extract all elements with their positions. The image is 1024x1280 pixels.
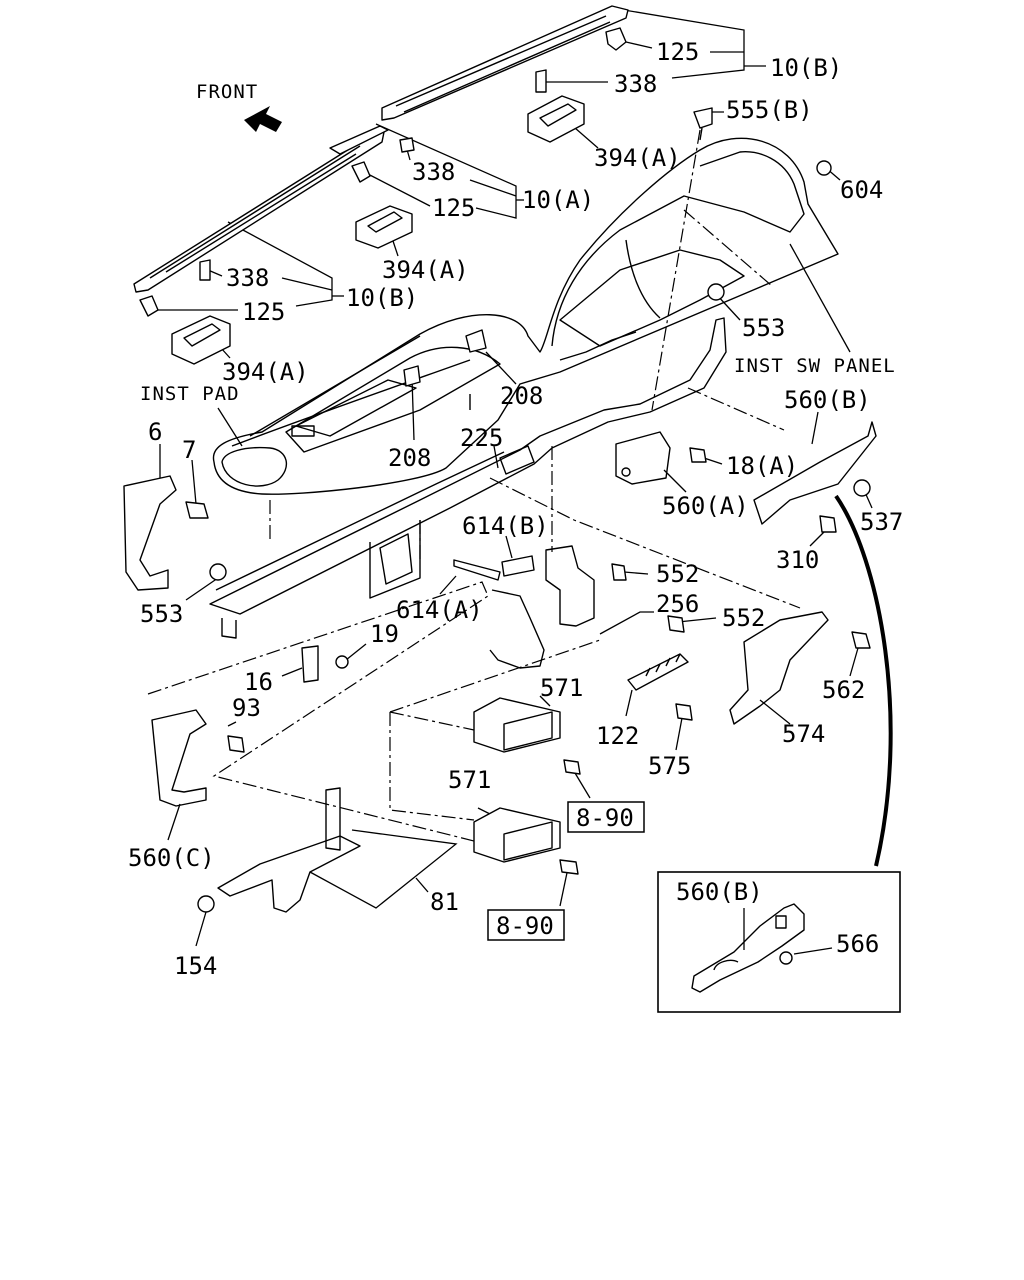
bolt-552a (611, 563, 627, 581)
inst-sw-panel-label: INST SW PANEL (734, 355, 896, 377)
callout-614b: 614(B) (462, 512, 549, 540)
screw-338-left (199, 259, 211, 281)
callout-122: 122 (596, 722, 639, 750)
screw-8-90-b (559, 859, 579, 875)
callout-574: 574 (782, 720, 825, 748)
callout-571-a: 571 (540, 674, 583, 702)
detail-callout-566: 566 (836, 930, 879, 958)
callout-208-left: 208 (388, 444, 431, 472)
callout-16: 16 (244, 668, 273, 696)
front-direction: FRONT (196, 81, 282, 132)
callout-7: 7 (182, 436, 196, 464)
callout-575: 575 (648, 752, 691, 780)
callout-6: 6 (148, 418, 162, 446)
fasteners (139, 27, 871, 913)
leader-lines (156, 7, 873, 947)
cross-member (123, 317, 877, 913)
callout-10b-top: 10(B) (770, 54, 842, 82)
callout-552-b: 552 (722, 604, 765, 632)
defroster-garnish (133, 5, 629, 293)
callout-614a: 614(A) (396, 596, 483, 624)
callout-338-left: 338 (226, 264, 269, 292)
callout-338-top: 338 (614, 70, 657, 98)
callout-154: 154 (174, 952, 217, 980)
callout-560a: 560(A) (662, 492, 749, 520)
ref-box-a-label: 8-90 (576, 804, 634, 832)
callout-394a-left: 394(A) (222, 358, 309, 386)
callout-208-right: 208 (500, 382, 543, 410)
callout-93: 93 (232, 694, 261, 722)
callout-125-mid: 125 (432, 194, 475, 222)
bolt-93 (227, 735, 245, 753)
callout-256: 256 (656, 590, 699, 618)
nut-553-right (707, 283, 725, 301)
detail-pointer-curve (834, 494, 893, 867)
ref-box-b-label: 8-90 (496, 912, 554, 940)
callout-10a: 10(A) (522, 186, 594, 214)
callout-604: 604 (840, 176, 883, 204)
callout-553-right: 553 (742, 314, 785, 342)
callout-338-mid: 338 (412, 158, 455, 186)
duct-571-b (473, 807, 561, 863)
bolt-18a (689, 447, 707, 463)
duct-571-a (473, 697, 561, 753)
detail-inset: 560(B) 566 (657, 871, 901, 1013)
callout-555b: 555(B) (726, 96, 813, 124)
clip-125-mid (351, 161, 371, 183)
callout-labels: 125 10(B) 338 555(B) 394(A) 604 338 10(A… (128, 38, 903, 980)
callout-394a-top: 394(A) (594, 144, 681, 172)
clip-208-right (465, 329, 487, 353)
callout-225: 225 (460, 424, 503, 452)
inst-pad (212, 137, 839, 495)
bolt-310 (819, 515, 837, 533)
ref-box-a[interactable]: 8-90 (567, 801, 645, 833)
callout-571-b: 571 (448, 766, 491, 794)
screw-604 (816, 160, 832, 176)
bolt-575 (675, 703, 693, 721)
nut-553-left (209, 563, 227, 581)
callout-553-left: 553 (140, 600, 183, 628)
inst-pad-label: INST PAD (140, 383, 240, 405)
ref-box-b[interactable]: 8-90 (487, 909, 565, 941)
clip-208-left (403, 365, 421, 387)
bolt-562 (851, 631, 871, 649)
bolt-555b (693, 107, 713, 129)
callout-18a: 18(A) (726, 452, 798, 480)
callout-81: 81 (430, 888, 459, 916)
bolt-552b (667, 615, 685, 633)
detail-callout-560b: 560(B) (676, 878, 763, 906)
callout-537: 537 (860, 508, 903, 536)
callout-19: 19 (370, 620, 399, 648)
retainer-394-top (527, 95, 585, 143)
clip-125-left (139, 295, 159, 317)
screw-8-90-a (563, 759, 581, 775)
callout-560b: 560(B) (784, 386, 871, 414)
screw-338-mid (399, 137, 415, 153)
callout-10b-left: 10(B) (346, 284, 418, 312)
nut-154 (197, 895, 215, 913)
callout-310: 310 (776, 546, 819, 574)
callout-394a-mid: 394(A) (382, 256, 469, 284)
phantom-lines (147, 129, 801, 843)
retainer-394-left (171, 315, 231, 365)
callout-125-top: 125 (656, 38, 699, 66)
front-arrow-icon (244, 106, 282, 132)
front-label: FRONT (196, 81, 258, 103)
callout-552-a: 552 (656, 560, 699, 588)
callout-560c: 560(C) (128, 844, 215, 872)
callout-562: 562 (822, 676, 865, 704)
screw-338-top (535, 69, 547, 93)
clip-125-top (605, 27, 627, 51)
callout-125-left: 125 (242, 298, 285, 326)
bolt-7 (185, 501, 209, 519)
screw-19 (335, 655, 349, 669)
nut-537 (853, 479, 871, 497)
